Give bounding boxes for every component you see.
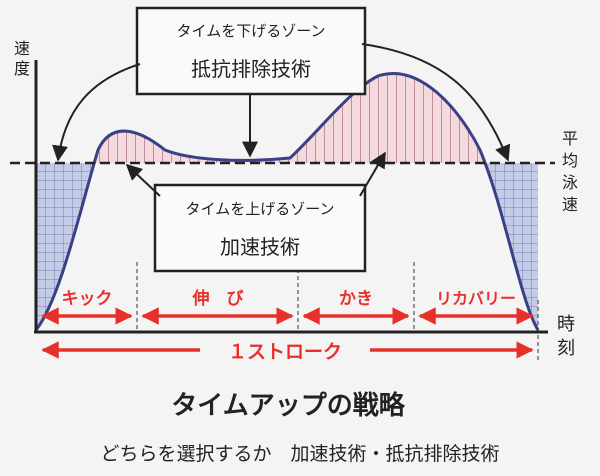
below-average-zone [36, 163, 538, 330]
x-axis-label-char: 時 [557, 314, 575, 335]
callout-arrow [125, 163, 161, 197]
callout-arrow [52, 63, 141, 162]
y-axis-label-char: 度 [14, 59, 30, 78]
drag-reduction-technique-label: 抵抗排除技術 [191, 57, 311, 81]
increase-time-callout [153, 183, 367, 273]
page-title: タイムアップの戦略 [171, 390, 405, 421]
phase-label-glide: 伸 び [192, 288, 244, 309]
avg-speed-label-char: 泳 [562, 173, 578, 192]
increase-time-zone-label: タイムを上げるゾーン [186, 200, 335, 218]
callout-arrow [359, 151, 386, 197]
avg-speed-label-char: 速 [562, 195, 578, 214]
decrease-time-callout [135, 6, 367, 96]
phase-label-pull: かき [339, 289, 373, 309]
acceleration-technique-label: 加速技術 [220, 235, 300, 259]
one-stroke-label-bg [200, 340, 370, 362]
one-stroke-label: １ストローク [228, 341, 342, 363]
phase-label-recovery: リカバリー [436, 289, 516, 308]
decrease-time-zone-label: タイムを下げるゾーン [177, 22, 326, 40]
avg-speed-label-char: 均 [562, 151, 578, 170]
x-axis-label-char: 刻 [557, 338, 575, 359]
page-subtitle: どちらを選択するか 加速技術・抵抗排除技術 [100, 443, 499, 465]
avg-speed-label-char: 平 [562, 129, 578, 148]
speed-curve [34, 72, 540, 331]
callout-arrow [361, 43, 511, 162]
y-axis-label-char: 速 [14, 39, 30, 58]
phase-label-kick: キック [62, 289, 113, 309]
above-average-zone [94, 73, 486, 163]
